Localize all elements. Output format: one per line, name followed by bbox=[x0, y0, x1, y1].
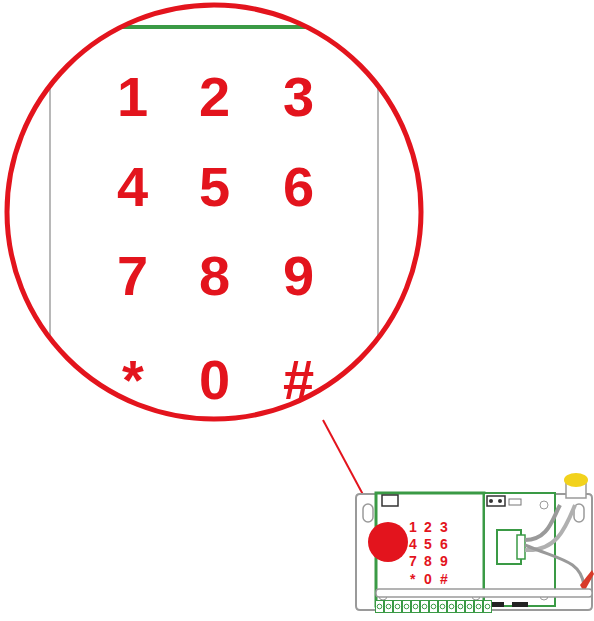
key-label: 7 bbox=[409, 554, 417, 568]
zoomed-plate bbox=[50, 27, 378, 419]
key-label: 1 bbox=[409, 520, 417, 534]
key-label: 7 bbox=[117, 248, 148, 304]
key-label: 0 bbox=[199, 352, 230, 408]
leader-line bbox=[323, 420, 382, 530]
key-label: * bbox=[122, 352, 144, 408]
key-label: * bbox=[410, 572, 415, 586]
key-label: 5 bbox=[199, 159, 230, 215]
key-label: 2 bbox=[199, 69, 230, 125]
key-label: 4 bbox=[409, 537, 417, 551]
key-label: # bbox=[440, 572, 448, 586]
key-label: 4 bbox=[117, 159, 148, 215]
key-label: 0 bbox=[424, 572, 432, 586]
key-label: 5 bbox=[424, 537, 432, 551]
key-label: # bbox=[283, 352, 314, 408]
key-label: 3 bbox=[440, 520, 448, 534]
key-label: 8 bbox=[424, 554, 432, 568]
key-label: 6 bbox=[440, 537, 448, 551]
key-label: 2 bbox=[424, 520, 432, 534]
highlight-dot bbox=[368, 522, 408, 562]
key-label: 3 bbox=[283, 69, 314, 125]
key-label: 9 bbox=[283, 248, 314, 304]
key-label: 6 bbox=[283, 159, 314, 215]
key-label: 1 bbox=[117, 69, 148, 125]
device-housing bbox=[356, 473, 594, 614]
key-label: 8 bbox=[199, 248, 230, 304]
zoom-circle bbox=[7, 5, 421, 419]
key-label: 9 bbox=[440, 554, 448, 568]
